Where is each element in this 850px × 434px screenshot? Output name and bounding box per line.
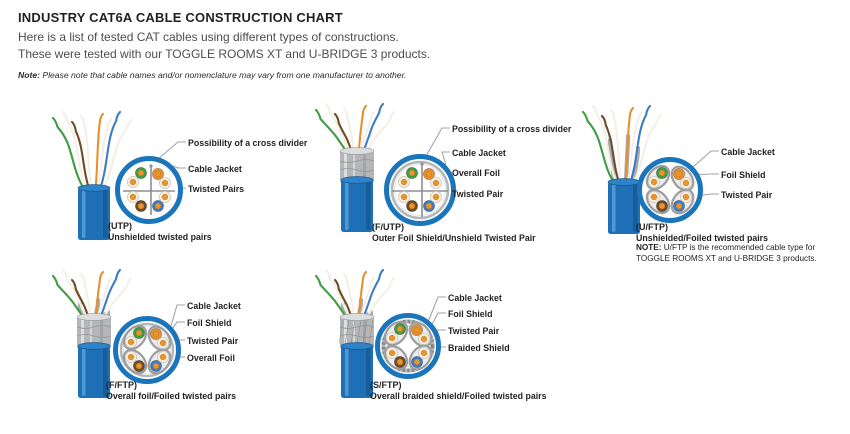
diagram-uftp: Cable Jacket Foil Shield Twisted Pair (U… [578,100,850,265]
callout-twisted-pair: Twisted Pair [452,189,504,199]
subtitle-line-2: These were tested with our TOGGLE ROOMS … [18,47,431,61]
callout-twisted-pairs: Twisted Pairs [188,184,245,194]
cable-type-name: Overall braided shield/Foiled twisted pa… [370,390,547,401]
note-prefix: NOTE: [636,243,662,252]
recommended-note-line-1: NOTE: U/FTP is the recommended cable typ… [636,243,817,254]
disclaimer-note: Note: Please note that cable names and/o… [18,70,430,80]
note-prefix: Note: [18,70,40,80]
utp-cable-cross-section-illustration [52,110,186,240]
diagram-fftp: Cable Jacket Foil Shield Twisted Pair Ov… [52,266,352,431]
cable-type-code: (F/FTP) [106,380,137,390]
callout-possibility-of-a-cross-divider: Possibility of a cross divider [188,138,308,148]
callout-cable-jacket: Cable Jacket [188,164,242,174]
cable-type-name: Unshielded twisted pairs [108,231,212,242]
callout-foil-shield: Foil Shield [448,309,493,319]
caption-utp: (UTP) Unshielded twisted pairs [108,221,212,242]
subtitle-line-1: Here is a list of tested CAT cables usin… [18,30,399,44]
callout-twisted-pair: Twisted Pair [448,326,500,336]
callout-cable-jacket: Cable Jacket [452,148,506,158]
callout-overall-foil: Overall Foil [187,353,235,363]
callout-possibility-of-a-cross-divider: Possibility of a cross divider [452,124,572,134]
cable-type-name: Overall foil/Foiled twisted pairs [106,390,237,401]
cable-type-code: (U/FTP) [636,222,668,232]
cable-type-code: (F/UTP) [372,222,404,232]
cable-type-code: (S/FTP) [370,380,402,390]
callout-twisted-pair: Twisted Pair [721,190,773,200]
caption-futp: (F/UTP) Outer Foil Shield/Unshield Twist… [372,222,536,243]
cable-type-code: (UTP) [108,221,132,231]
page-title: INDUSTRY CAT6A CABLE CONSTRUCTION CHART [18,10,343,25]
callout-twisted-pair: Twisted Pair [187,336,239,346]
caption-sftp: (S/FTP) Overall braided shield/Foiled tw… [370,380,546,401]
cable-type-name: Unshielded/Foiled twisted pairs [636,232,768,243]
caption-fftp: (F/FTP) Overall foil/Foiled twisted pair… [106,380,236,401]
callout-overall-foil: Overall Foil [452,168,500,178]
callout-cable-jacket: Cable Jacket [721,147,775,157]
chart-header: INDUSTRY CAT6A CABLE CONSTRUCTION CHART … [18,10,430,80]
diagram-sftp: Cable Jacket Foil Shield Twisted Pair Br… [308,266,618,431]
callout-foil-shield: Foil Shield [721,170,766,180]
recommended-note-line-2: TOGGLE ROOMS XT and U-BRIDGE 3 products. [636,253,817,263]
caption-uftp: (U/FTP) Unshielded/Foiled twisted pairs … [636,222,817,264]
fftp-cable-cross-section-illustration [52,268,185,398]
callout-cable-jacket: Cable Jacket [187,301,241,311]
sftp-cable-cross-section-illustration [314,268,446,398]
diagram-futp: Possibility of a cross divider Cable Jac… [308,100,608,265]
note-rest: U/FTP is the recommended cable type for [661,243,816,252]
callout-foil-shield: Foil Shield [187,318,232,328]
cable-type-name: Outer Foil Shield/Unshield Twisted Pair [372,232,536,243]
diagram-utp: Possibility of a cross divider Cable Jac… [52,106,352,266]
futp-cable-cross-section-illustration [314,102,456,232]
uftp-cable-cross-section-illustration [581,104,719,234]
callout-braided-shield: Braided Shield [448,343,510,353]
callout-cable-jacket: Cable Jacket [448,293,502,303]
note-text: Please note that cable names and/or nome… [39,70,407,80]
